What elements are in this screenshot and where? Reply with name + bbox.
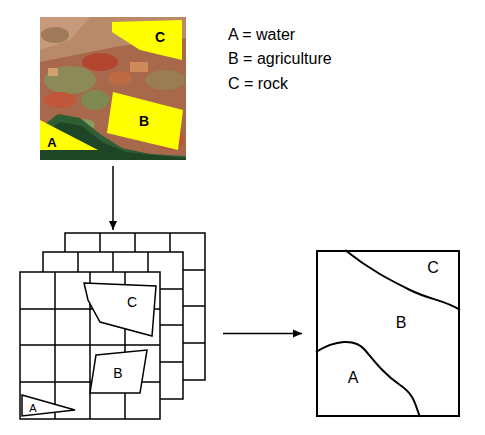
polygon-outline xyxy=(84,283,158,337)
flow-arrow xyxy=(112,166,114,230)
flow-arrow xyxy=(223,333,302,335)
polygon-shape xyxy=(107,92,183,150)
training-polygon: B xyxy=(90,350,148,395)
raster-band-stack: C B A xyxy=(20,233,205,420)
satellite-image: C B A xyxy=(40,17,186,160)
polygon-shape xyxy=(22,395,75,416)
map-class-region: C xyxy=(422,256,444,280)
class-key-text: C = rock xyxy=(228,76,288,92)
training-polygon: A xyxy=(22,395,77,418)
polygon-outline xyxy=(112,20,183,62)
training-area: B xyxy=(107,92,184,151)
polygon-shape xyxy=(84,283,156,336)
class-letter: C xyxy=(127,295,137,309)
training-area: C xyxy=(112,20,183,62)
training-area: A xyxy=(40,118,100,153)
class-letter: B xyxy=(113,366,122,380)
class-letter: A xyxy=(47,136,56,149)
class-letter: A xyxy=(348,370,359,386)
map-class-region: B xyxy=(390,311,412,335)
raster-band-stack xyxy=(20,233,205,419)
polygon-shape xyxy=(90,350,147,393)
classified-map: C B A xyxy=(316,250,460,417)
class-letter: A xyxy=(29,403,36,414)
map-class-region: A xyxy=(342,366,364,390)
satellite-image xyxy=(40,17,186,160)
class-key-text: B = agriculture xyxy=(228,51,332,67)
polygon-shape xyxy=(112,20,182,60)
class-letter: C xyxy=(427,260,439,276)
training-polygon: C xyxy=(84,283,158,337)
class-key-text: A = water xyxy=(228,27,295,43)
class-letter: B xyxy=(139,114,149,128)
class-letter: B xyxy=(396,315,407,331)
polygon-shape xyxy=(40,120,98,150)
class-letter: C xyxy=(155,30,165,44)
class-boundaries xyxy=(316,250,460,417)
